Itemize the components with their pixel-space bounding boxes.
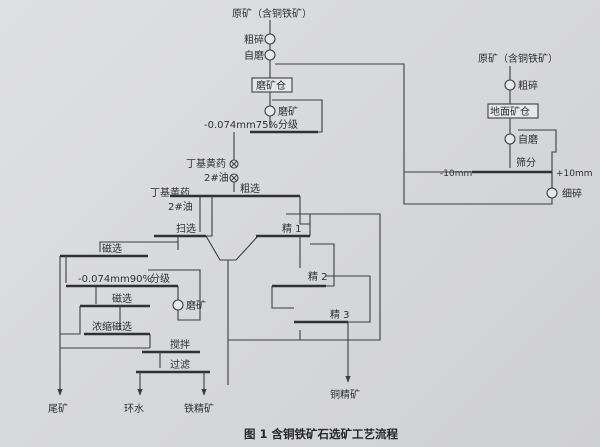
regrind2-node	[172, 299, 184, 311]
coarse-crush-node	[264, 33, 276, 45]
classification2-grade-label: -0.074mm90%	[78, 274, 152, 285]
iron-conc-label: 铁精矿	[184, 402, 214, 415]
right-coarse-crush-node	[504, 79, 516, 91]
reagent2-label: 2#油	[204, 171, 229, 184]
mag-sep-label: 磁选	[102, 242, 122, 255]
mill-bin-box	[251, 77, 293, 93]
conc-mag-sep-label: 浓缩磁选	[92, 320, 132, 333]
regrind-node	[264, 105, 276, 117]
fine-crush-node	[546, 187, 558, 199]
stirring-label: 搅拌	[170, 338, 190, 351]
rougher-reagent1-label: 丁基黄药	[150, 186, 190, 199]
scavenger-label: 扫选	[176, 222, 196, 235]
recycled-water-label: 环水	[124, 403, 144, 415]
fine-crush-return-line	[518, 129, 557, 188]
rougher-reagent2-label: 2#油	[168, 200, 193, 213]
mag-sep2-label: 磁选	[112, 292, 132, 305]
regrind2-label: 磨矿	[186, 299, 206, 312]
coarse-crush-label: 粗碎	[244, 33, 264, 46]
filtering-label: 过滤	[170, 358, 190, 371]
regrind-label: 磨矿	[278, 105, 298, 118]
right-feed-label: 原矿（含铜铁矿）	[478, 52, 558, 65]
classification-grade-label: -0.074mm75%	[204, 120, 278, 131]
left-feed-label: 原矿（含铜铁矿）	[232, 7, 312, 20]
ground-bin-label: 地面矿仓	[490, 105, 530, 118]
copper-conc-label: 铜精矿	[330, 388, 360, 401]
cleaner3-label: 精 3	[330, 308, 350, 321]
minus10-label: -10mm	[440, 169, 472, 179]
autogenous-mill-label: 自磨	[244, 49, 264, 62]
cleaner1-label: 精 1	[282, 222, 302, 235]
rougher-label: 粗选	[240, 182, 260, 195]
reagent1-label: 丁基黄药	[186, 157, 226, 170]
mill-bin-label: 磨矿仓	[256, 79, 286, 92]
cleaner2-label: 精 2	[308, 270, 328, 283]
classification-return-line	[272, 99, 323, 133]
tailings-label: 尾矿	[48, 402, 68, 415]
classification-label: 分级	[278, 119, 298, 131]
classification2-label: 分级	[150, 273, 170, 285]
screening-label: 筛分	[516, 156, 536, 169]
middlings-funnel	[205, 235, 259, 261]
ground-bin-box	[487, 103, 539, 119]
figure-caption: 图 1 含铜铁矿石选矿工艺流程	[244, 427, 399, 441]
link-to-right-circuit	[275, 63, 553, 205]
right-autogenous-mill-label: 自磨	[518, 133, 538, 146]
right-coarse-crush-label: 粗碎	[518, 79, 538, 92]
autogenous-mill-node	[264, 49, 276, 61]
right-autogenous-mill-node	[504, 133, 516, 145]
fine-crush-label: 细碎	[562, 187, 582, 200]
plus10-label: +10mm	[556, 169, 593, 179]
